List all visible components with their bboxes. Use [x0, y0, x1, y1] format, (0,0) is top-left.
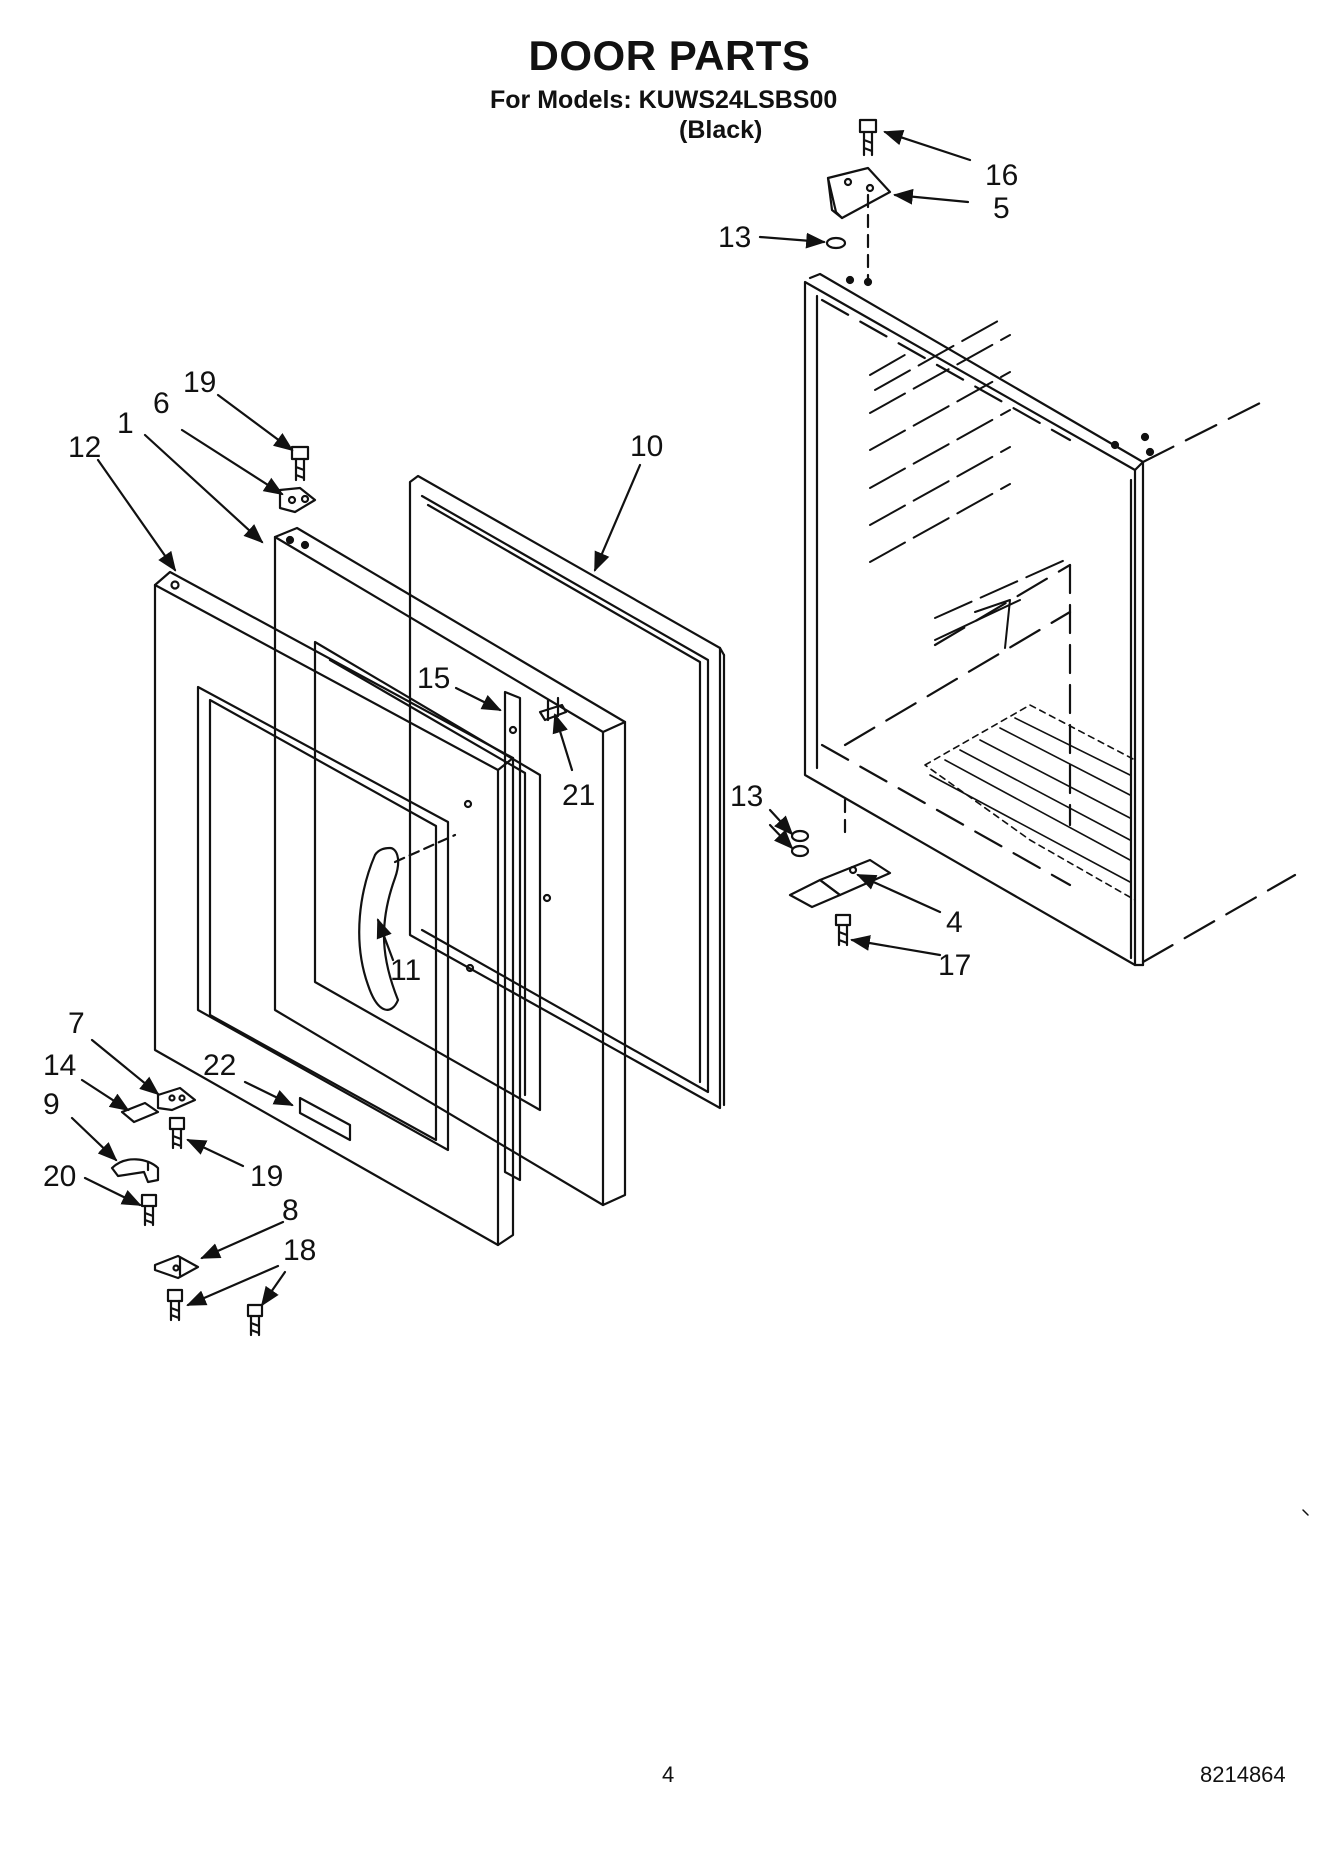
callout-1: 1 — [117, 407, 134, 440]
door-screw-19-top — [290, 445, 310, 482]
callout-6: 6 — [153, 387, 170, 420]
top-hinge — [826, 166, 892, 220]
callout-7: 7 — [68, 1007, 85, 1040]
door-screw-21 — [538, 696, 568, 722]
washer-13-bottom-b — [790, 844, 810, 858]
door-handle — [358, 833, 457, 1011]
door-bottom-hinge-7 — [156, 1086, 197, 1112]
door-screw-18b — [246, 1303, 264, 1337]
page-number: 4 — [662, 1762, 675, 1787]
callout-4: 4 — [946, 906, 963, 939]
callout-21: 21 — [562, 779, 595, 812]
callout-9: 9 — [43, 1088, 60, 1121]
callout-19-bottom: 19 — [250, 1160, 283, 1193]
spacer-14 — [120, 1101, 160, 1124]
washer-13-bottom-a — [790, 829, 810, 843]
callout-14: 14 — [43, 1049, 76, 1082]
door-screw-20 — [140, 1193, 158, 1227]
bottom-hinge — [788, 858, 892, 909]
callout-18: 18 — [283, 1234, 316, 1267]
inner-door — [273, 526, 627, 1207]
page-title: DOOR PARTS — [528, 32, 811, 79]
door-gasket — [408, 474, 726, 1110]
callout-15: 15 — [417, 662, 450, 695]
callout-labels: 16 5 13 19 6 1 12 10 15 21 11 13 4 17 7 … — [43, 159, 1018, 1267]
washer-13-top — [825, 236, 847, 250]
callout-20: 20 — [43, 1160, 76, 1193]
door-screw-19-bottom — [168, 1116, 186, 1150]
document-number: 8214864 — [1200, 1762, 1286, 1787]
callout-11: 11 — [390, 954, 421, 987]
callout-10: 10 — [630, 430, 663, 463]
door-strip — [503, 690, 522, 1182]
bracket-8 — [153, 1254, 200, 1280]
color-line: (Black) — [679, 116, 763, 144]
callout-12: 12 — [68, 431, 101, 464]
leader-arrows — [70, 130, 972, 1307]
callout-8: 8 — [282, 1194, 299, 1227]
callout-22: 22 — [203, 1049, 236, 1082]
hinge-screw-16 — [858, 118, 878, 157]
callout-19-top: 19 — [183, 366, 216, 399]
bracket-9 — [110, 1158, 160, 1184]
models-line: For Models: KUWS24LSBS00 — [490, 86, 838, 114]
callout-17: 17 — [938, 949, 971, 982]
outer-door-frame — [153, 570, 552, 1247]
hinge-screw-17 — [834, 913, 852, 947]
callout-13-top: 13 — [718, 221, 751, 254]
callout-13-bottom: 13 — [730, 780, 763, 813]
callout-5: 5 — [993, 192, 1010, 225]
callout-16: 16 — [985, 159, 1018, 192]
cabinet — [803, 272, 1297, 967]
door-top-hinge — [278, 486, 317, 514]
door-screw-18a — [166, 1288, 184, 1322]
